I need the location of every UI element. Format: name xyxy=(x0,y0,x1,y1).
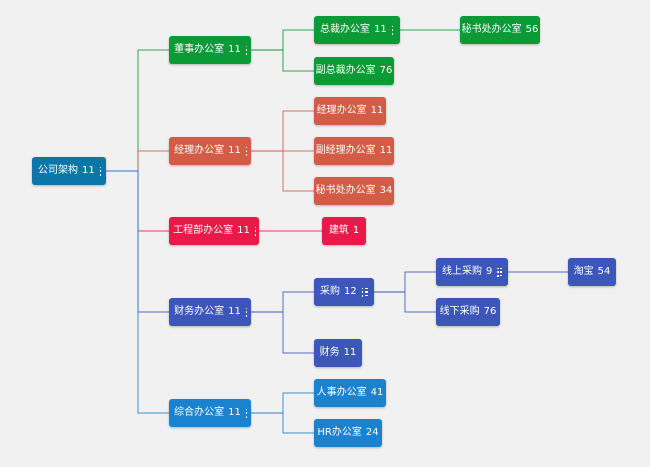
edge-dongshi-fuzongcai xyxy=(251,49,314,72)
edge-zonghe-renshi xyxy=(251,392,314,414)
node-count: 41 xyxy=(370,387,384,398)
node-label: 财务办公室 xyxy=(174,306,225,317)
node-label: 公司架构 xyxy=(38,165,78,176)
node-count: 11 xyxy=(379,145,393,156)
edge-caigou-xianshang xyxy=(374,271,436,293)
node-root[interactable]: 公司架构 11 xyxy=(32,157,106,185)
edge-jingli-mishu_jingli xyxy=(251,150,314,192)
node-count: 76 xyxy=(379,65,393,76)
node-label: 淘宝 xyxy=(573,266,594,277)
node-count: 11 xyxy=(370,105,384,116)
edge-jingli-jingli_office xyxy=(251,110,314,152)
node-label: 综合办公室 xyxy=(174,407,225,418)
edge-root-zonghe xyxy=(106,170,169,414)
node-xianshang[interactable]: 线上采购 9 xyxy=(436,258,508,286)
node-count: 24 xyxy=(365,427,379,438)
node-count: 56 xyxy=(525,24,539,35)
node-label: 财务 xyxy=(319,347,340,358)
node-zongcai[interactable]: 总裁办公室 11 xyxy=(314,16,400,44)
node-count: 11 xyxy=(228,407,241,418)
edge-caiwu_office-caiwu xyxy=(251,311,314,354)
node-label: HR办公室 xyxy=(317,427,362,438)
list-icon[interactable] xyxy=(497,267,502,277)
node-label: 经理办公室 xyxy=(174,145,225,156)
node-count: 11 xyxy=(374,24,387,35)
edge-caiwu_office-caigou xyxy=(251,291,314,313)
node-count: 11 xyxy=(82,165,95,176)
node-count: 11 xyxy=(228,44,241,55)
list-icon[interactable] xyxy=(361,287,368,297)
edge-root-jingli xyxy=(106,150,169,172)
node-label: 建筑 xyxy=(328,225,349,236)
node-label: 董事办公室 xyxy=(174,44,225,55)
node-label: 工程部办公室 xyxy=(173,225,234,236)
node-label: 采购 xyxy=(320,286,340,297)
node-count: 76 xyxy=(483,306,497,317)
node-count: 11 xyxy=(228,306,241,317)
node-label: 线下采购 xyxy=(439,306,480,317)
node-count: 11 xyxy=(228,145,241,156)
node-label: 副经理办公室 xyxy=(315,145,376,156)
node-label: 总裁办公室 xyxy=(320,24,370,35)
node-label: 秘书处办公室 xyxy=(315,185,376,196)
edge-caigou-xianxia xyxy=(374,291,436,313)
node-label: 经理办公室 xyxy=(316,105,367,116)
list-icon[interactable] xyxy=(391,25,394,35)
node-caigou[interactable]: 采购 12 xyxy=(314,278,374,306)
node-label: 秘书处办公室 xyxy=(461,24,522,35)
node-count: 1 xyxy=(352,225,360,236)
node-count: 54 xyxy=(597,266,611,277)
node-count: 12 xyxy=(344,286,357,297)
node-count: 34 xyxy=(379,185,393,196)
node-label: 人事办公室 xyxy=(316,387,367,398)
edge-zonghe-hr xyxy=(251,412,314,434)
node-count: 9 xyxy=(486,266,493,277)
node-label: 线上采购 xyxy=(442,266,482,277)
node-label: 副总裁办公室 xyxy=(315,65,376,76)
node-count: 11 xyxy=(343,347,357,358)
node-count: 11 xyxy=(237,225,250,236)
edge-dongshi-zongcai xyxy=(251,29,314,51)
